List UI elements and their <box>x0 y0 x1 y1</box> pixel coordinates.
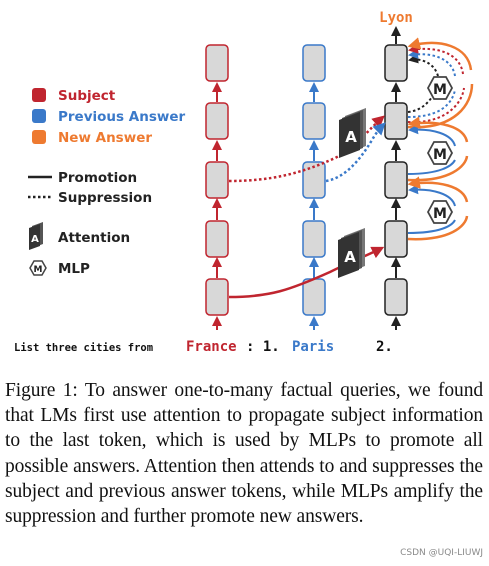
last-block-1 <box>384 278 408 316</box>
mlp-icon-top <box>426 76 454 100</box>
mlp-loop-top: M <box>407 37 474 129</box>
previous-answer-swatch <box>32 109 46 123</box>
legend: Subject Previous Answer New Answer Promo… <box>28 88 185 277</box>
legend-new-answer: New Answer <box>58 130 152 146</box>
subject-block-1 <box>205 278 229 316</box>
subject-block-3 <box>205 161 229 199</box>
legend-mlp: MLP <box>58 261 90 277</box>
last-block-3 <box>384 161 408 199</box>
prompt-prefix: List three cities from <box>14 342 153 354</box>
prompt-middle: : 1. <box>246 339 280 355</box>
last-token-column <box>384 26 408 330</box>
prompt-answer: Paris <box>292 339 334 355</box>
attention-icon-bottom: A <box>338 228 365 278</box>
answer-suppression-arrow <box>325 122 386 183</box>
subject-block-5 <box>205 44 229 82</box>
legend-subject: Subject <box>58 88 116 104</box>
answer-block-1 <box>302 278 326 316</box>
legend-suppression: Suppression <box>58 190 152 206</box>
subject-token-column <box>205 44 229 330</box>
attention-legend-icon: A <box>29 222 43 250</box>
last-block-2 <box>384 220 408 258</box>
legend-promotion: Promotion <box>58 170 137 186</box>
mlp-legend-glyph: M <box>34 265 43 275</box>
output-token: Lyon <box>379 10 413 26</box>
answer-block-5 <box>302 44 326 82</box>
figure-caption: Figure 1: To answer one-to-many factual … <box>5 380 483 528</box>
mlp-icon-middle <box>426 141 454 165</box>
subject-swatch <box>32 88 46 102</box>
mlp-loop-bottom: M <box>407 176 469 241</box>
prompt-subject: France <box>186 339 237 355</box>
previous-answer-token-column <box>302 44 326 330</box>
mlp-glyph-middle: M <box>433 147 447 163</box>
answer-block-3 <box>302 161 326 199</box>
subject-suppression-arrow <box>228 115 385 183</box>
mlp-legend-icon: M <box>29 260 47 276</box>
legend-previous-answer: Previous Answer <box>58 109 185 125</box>
answer-block-4 <box>302 102 326 140</box>
mlp-loop-middle: M <box>407 116 469 182</box>
watermark: CSDN @UQI-LIUWJ <box>400 548 483 558</box>
mlp-glyph-top: M <box>433 82 447 98</box>
mlp-glyph-bottom: M <box>433 206 447 222</box>
attention-glyph-top: A <box>345 128 357 146</box>
last-block-5 <box>384 44 408 82</box>
last-block-4 <box>384 102 408 140</box>
attention-glyph-bottom: A <box>344 248 356 266</box>
mlp-icon-bottom <box>426 200 454 224</box>
new-answer-swatch <box>32 130 46 144</box>
prompt-suffix: 2. <box>376 339 393 355</box>
attention-legend-glyph: A <box>31 234 39 245</box>
subject-block-4 <box>205 102 229 140</box>
attention-icon-top: A <box>339 108 366 158</box>
legend-attention: Attention <box>58 230 130 246</box>
answer-block-2 <box>302 220 326 258</box>
subject-block-2 <box>205 220 229 258</box>
figure-diagram: Subject Previous Answer New Answer Promo… <box>14 10 474 355</box>
